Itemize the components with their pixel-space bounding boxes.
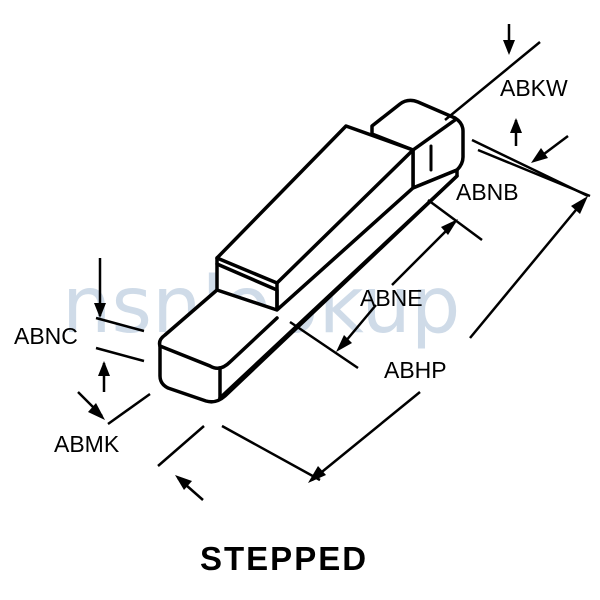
abhp-extension-top [471,138,589,198]
abnb-label: ABNB [456,179,519,205]
abnc-arrow-bottom [98,361,110,376]
abhp-arrow-top [571,196,588,214]
abne-extension-bottom [289,320,359,370]
abhp-label: ABHP [384,357,447,383]
abnc-extension-bottom [95,346,145,363]
abne-label: ABNE [360,285,423,311]
dimension-lines: ABKW ABNB ABNE ABHP ABNC [14,24,591,501]
abhp-arrow-bottom [308,466,326,483]
abhp-dimension-line-lower [311,391,421,481]
abne-dimension-line-upper [391,221,456,286]
diagram-caption: STEPPED [200,540,368,577]
upper-body-ridge-2 [275,148,415,285]
abkw-label: ABKW [500,75,568,101]
rear-block-front-edge [411,118,457,152]
abnc-arrow-top [94,303,106,318]
abne-arrow-bottom [336,335,352,352]
abnc-label: ABNC [14,323,78,349]
upper-body-ridge [215,256,279,285]
lower-base-long-edge [218,174,459,400]
rear-block-top-face [370,98,465,190]
abkw-extension-line [444,41,541,121]
abmk-extension-right [157,425,205,467]
abhp-dimension-line-upper [469,198,586,339]
abmk-arrow-top [88,403,105,420]
abnb-arrow [531,148,548,163]
abmk-extension-left [107,392,151,426]
abkw-arrow-top [503,40,515,55]
abmk-arrow-bottom [175,475,192,490]
abnc-extension-top [95,316,145,333]
stepped-key-part [157,98,465,404]
abhp-extension-bottom [221,424,321,482]
abne-arrow-top [441,219,458,235]
abne-extension-top [427,198,483,242]
abkw-arrow-bottom [510,118,522,133]
abmk-label: ABMK [54,431,120,457]
